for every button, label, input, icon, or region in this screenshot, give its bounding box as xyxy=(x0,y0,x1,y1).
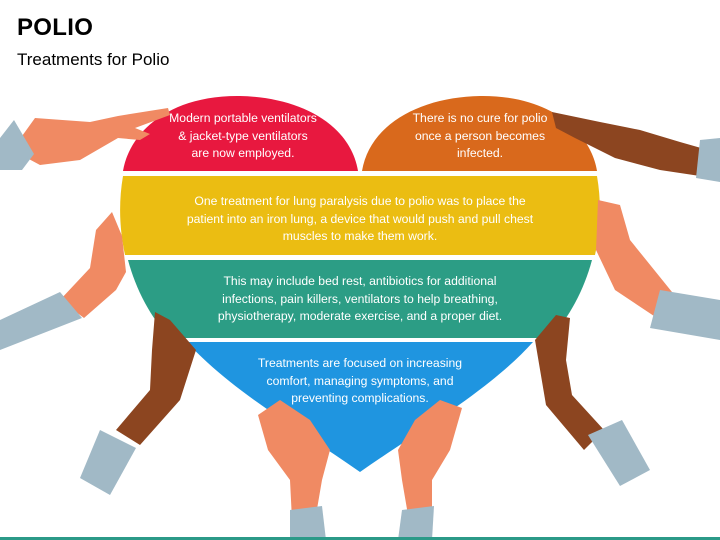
page-title: POLIO xyxy=(17,14,94,41)
heart-segment-yellow xyxy=(120,176,600,255)
heart-segment-orange xyxy=(362,95,597,171)
hand-top-left-icon xyxy=(0,108,170,170)
hand-bottom-right-icon xyxy=(398,400,462,540)
hand-left-upper-icon xyxy=(0,212,126,350)
segment-text-orange: There is no cure for polio once a person… xyxy=(412,111,548,160)
footer-accent-line xyxy=(0,537,720,540)
hand-bottom-left-icon xyxy=(258,400,330,540)
hand-right-lower-icon xyxy=(535,315,650,486)
segment-text-yellow: One treatment for lung paralysis due to … xyxy=(186,194,534,243)
segment-text-teal: This may include bed rest, antibiotics f… xyxy=(217,274,503,323)
hand-right-upper-icon xyxy=(596,200,720,340)
hand-top-right-icon xyxy=(552,112,720,182)
heart-segment-teal xyxy=(128,260,592,338)
segment-text-blue: Treatments are focused on increasing com… xyxy=(257,356,463,405)
page-subtitle: Treatments for Polio xyxy=(17,50,170,69)
heart-segment-red xyxy=(123,95,358,171)
hand-left-lower-icon xyxy=(80,312,196,495)
segment-text-red: Modern portable ventilators & jacket-typ… xyxy=(169,111,317,160)
heart-segment-blue xyxy=(187,342,533,472)
